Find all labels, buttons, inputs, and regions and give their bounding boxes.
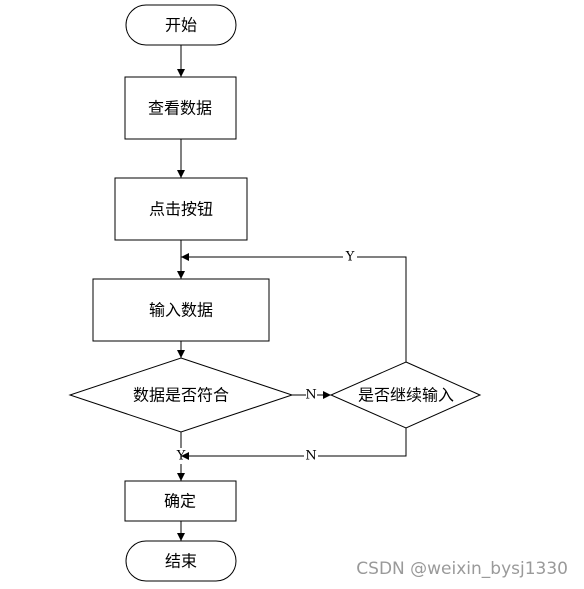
input-data-box — [92, 278, 270, 342]
continue-input-label: 是否继续输入 — [358, 386, 454, 405]
continue-no-label: N — [305, 449, 316, 464]
valid-yes-label: Y — [176, 449, 186, 464]
click-button-label: 点击按钮 — [149, 200, 213, 219]
connector-continue-yes-up — [357, 256, 407, 362]
data-valid-label: 数据是否符合 — [133, 386, 229, 405]
watermark: CSDN @weixin_bysj1330 — [356, 559, 568, 579]
view-data-box — [124, 76, 237, 140]
end-label: 结束 — [165, 552, 197, 571]
confirm-label: 确定 — [164, 492, 196, 511]
connector-continue-no — [318, 428, 407, 457]
continue-yes-label: Y — [345, 250, 355, 265]
view-data-label: 查看数据 — [148, 99, 212, 118]
start-label: 开始 — [165, 16, 197, 35]
confirm-box — [124, 480, 237, 522]
end-terminator — [125, 540, 237, 582]
input-data-label: 输入数据 — [149, 301, 213, 320]
valid-no-label: N — [305, 388, 316, 403]
